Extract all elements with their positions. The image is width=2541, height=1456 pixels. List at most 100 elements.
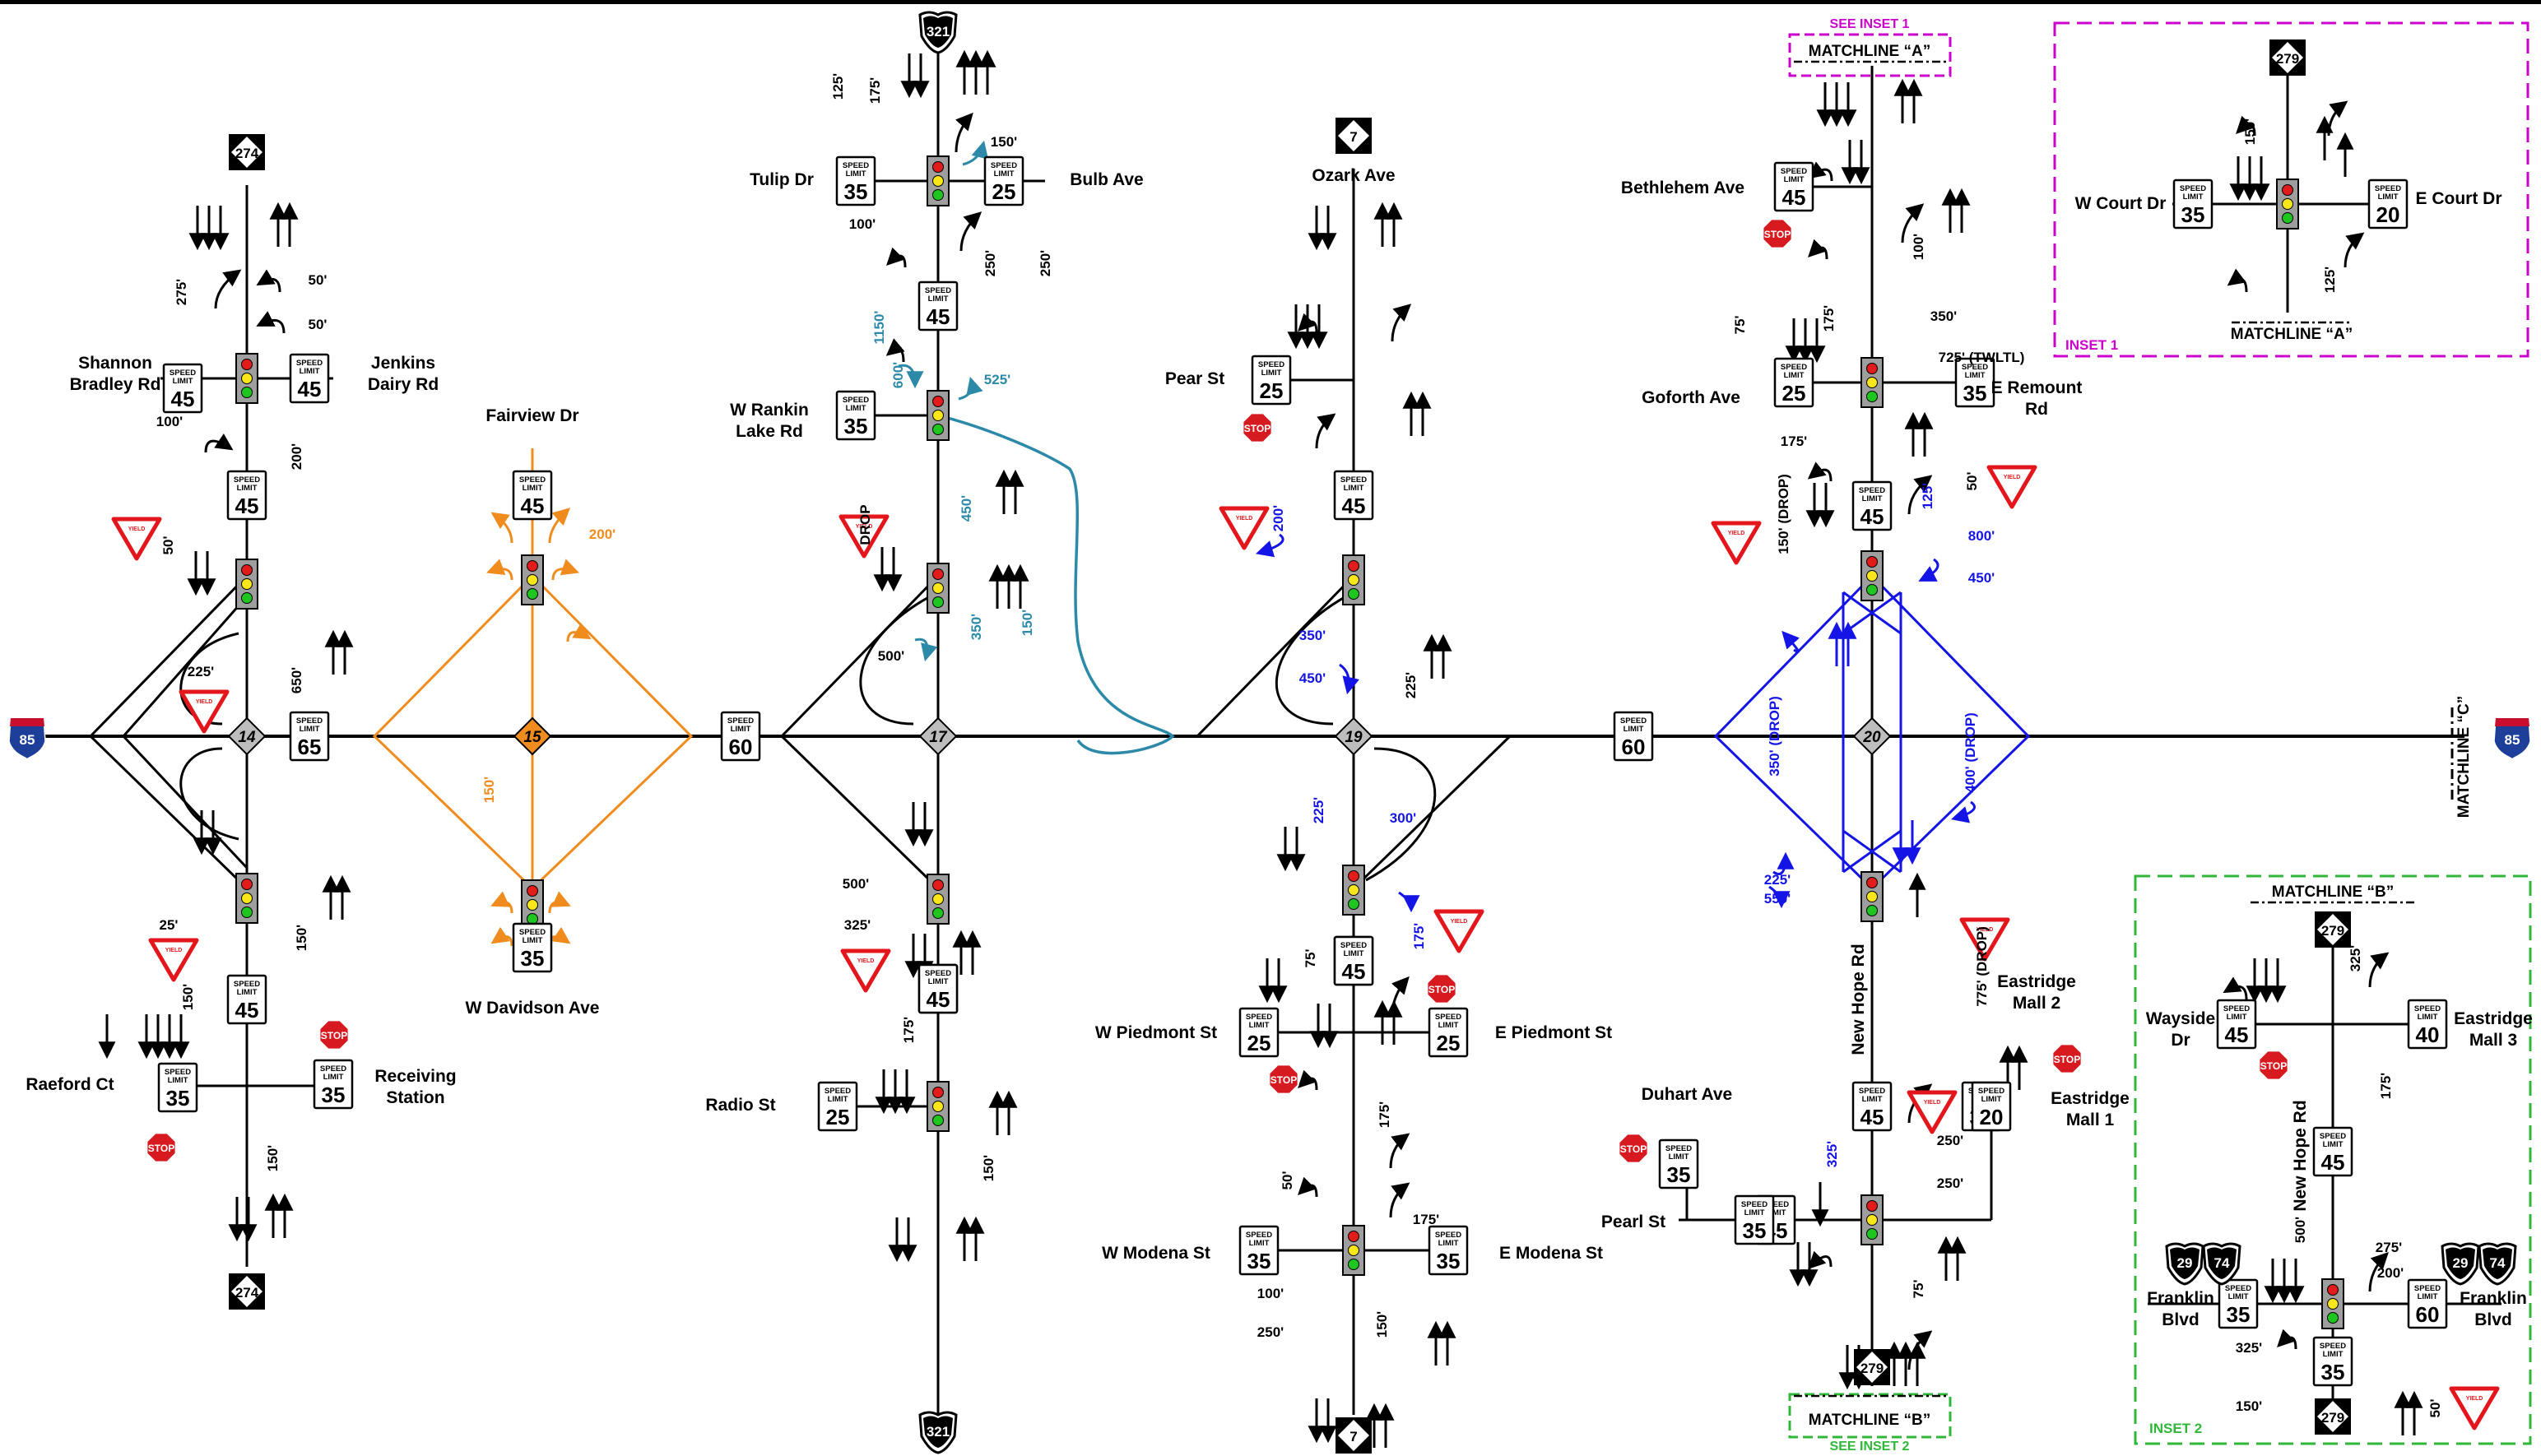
svg-text:LIMIT: LIMIT [1438,1239,1459,1248]
nc-274-shield: 274 [229,134,265,170]
speed-value: 45 [1860,1105,1884,1129]
turn-arrow [1298,1069,1318,1091]
street-label-goforth: Goforth Ave [1642,388,1740,407]
speed-value: 60 [729,735,753,759]
svg-text:LIMIT: LIMIT [300,367,320,376]
nc-279-shield: 279 [2315,911,2351,948]
distance-label-14: 150' [265,1145,281,1171]
distance-label-14: 25' [160,917,179,933]
turn-arrow [2327,100,2348,137]
turn-arrow [214,269,242,309]
stop-sign: STOP [1618,1133,1649,1164]
yield-signs: YIELDYIELDYIELDYIELDYIELDYIELDYIELDYIELD… [111,465,2500,1430]
svg-text:LIMIT: LIMIT [1249,1021,1270,1030]
svg-text:STOP: STOP [321,1030,347,1041]
nc-279-shield: 279 [1854,1349,1890,1385]
speed-value: 25 [1782,381,1806,406]
svg-text:SPEED: SPEED [843,161,869,170]
turn-arrow-teal [958,376,983,401]
street-label-jenkins: Jenkins [371,354,435,373]
svg-text:SPEED: SPEED [2225,1284,2251,1293]
turn-arrow [1808,239,1828,260]
traffic-signal [927,563,950,614]
svg-text:YIELD: YIELD [857,958,875,964]
svg-text:SPEED: SPEED [1435,1231,1461,1240]
speed-value: 35 [322,1083,346,1107]
svg-text:LIMIT: LIMIT [1669,1152,1689,1162]
svg-text:SPEED: SPEED [1763,1200,1789,1209]
distance-label-19: 150' [1374,1311,1390,1338]
svg-text:LIMIT: LIMIT [173,377,193,386]
svg-text:85: 85 [20,732,35,748]
speed-value: 35 [1743,1218,1767,1243]
svg-text:279: 279 [2276,51,2299,67]
turn-arrow [256,311,286,334]
traffic-signal [1342,865,1365,916]
turn-arrow-blue [1255,533,1284,558]
inset-2-box [2134,874,2532,1445]
yield-sign: YIELD [148,938,199,982]
turn-arrow-blue [1398,891,1420,913]
see-inset-2-box [1788,1393,1952,1439]
exit-19-marker: 19 [1334,716,1373,756]
traffic-signal [1860,871,1884,922]
turn-arrow-orange [548,508,571,544]
street-label-franklin_e: Franklin [2460,1289,2527,1308]
turn-arrow [1807,461,1833,482]
traffic-signal [235,559,258,610]
traffic-signal [521,879,544,930]
svg-text:SPEED: SPEED [296,716,323,726]
distance-label-19: 350' [1299,628,1326,643]
speed-value: 35 [521,946,545,971]
distance-label-15: 150' [481,777,497,803]
svg-text:SPEED: SPEED [2320,1342,2346,1351]
svg-text:SPEED: SPEED [1258,360,1284,369]
distance-label-20: 250' [1937,1175,1963,1191]
svg-text:LIMIT: LIMIT [731,725,751,734]
distance-label-19: 100' [1257,1286,1284,1301]
turn-arrow [885,338,905,363]
speed-value: 20 [1980,1105,2004,1129]
svg-text:SPEED: SPEED [825,1087,851,1096]
distance-label-15: 200' [589,526,616,542]
distance-label-17: 325' [844,917,871,933]
svg-text:SPEED: SPEED [165,1068,191,1077]
traffic-signal [235,353,258,404]
street-label-eastridge2: Eastridge [1997,972,2076,991]
street-label-ecourt: E Court Dr [2416,189,2502,208]
distance-label-17: 175' [901,1017,917,1043]
svg-text:LIMIT: LIMIT [1862,1095,1883,1104]
see-inset-2-label: SEE INSET 2 [1830,1440,1910,1454]
turn-arrow [1901,203,1925,243]
svg-text:SPEED: SPEED [2414,1284,2441,1293]
traffic-signal [1860,550,1884,601]
svg-text:LIMIT: LIMIT [2228,1292,2249,1301]
distance-label-14: 150' [180,984,196,1010]
street-label-radio: Radio St [705,1096,775,1115]
yield-sign: YIELD [1219,506,1270,550]
turn-arrow [1907,475,1933,515]
street-label-tulip: Tulip Dr [750,170,814,189]
svg-text:279: 279 [1860,1361,1884,1376]
distance-label-20: 50' [1964,472,1980,491]
street-label-receiving: Receiving [374,1067,456,1086]
svg-text:321: 321 [927,24,950,39]
distance-label-20: 550' [1764,891,1791,907]
turn-arrow [1298,313,1318,334]
svg-text:SPEED: SPEED [2180,184,2206,193]
svg-text:STOP: STOP [148,1143,174,1154]
traffic-signal [235,873,258,924]
turn-arrow-blue [1772,851,1795,875]
svg-text:STOP: STOP [1244,423,1270,434]
svg-text:LIMIT: LIMIT [2183,192,2204,202]
stop-sign: STOP [146,1132,177,1163]
distance-label-20: 325' [1824,1141,1840,1167]
